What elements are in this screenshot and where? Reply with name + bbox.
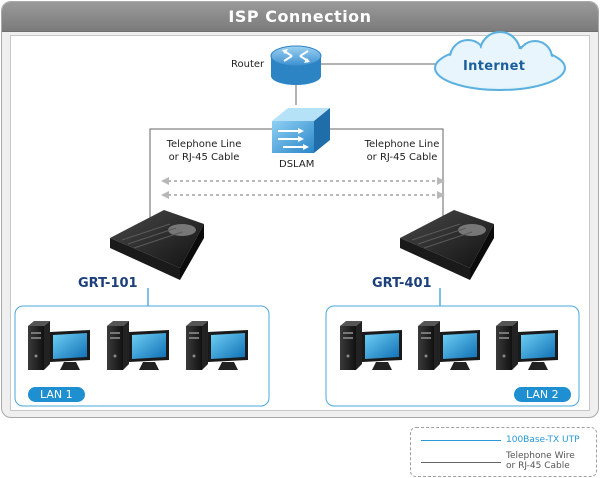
utp-links <box>147 288 441 306</box>
legend-phone-swatch <box>421 462 501 463</box>
dslam-icon <box>272 108 330 153</box>
cloud-icon <box>434 31 566 91</box>
connection-arrows <box>168 180 438 196</box>
lan2-tag: LAN 2 <box>514 387 571 402</box>
dslam-label: DSLAM <box>279 159 315 170</box>
legend-utp-swatch <box>421 440 501 441</box>
telephone-links <box>149 63 444 226</box>
legend: 100Base-TX UTP Telephone Wire or RJ-45 C… <box>410 427 597 477</box>
router-label: Router <box>231 59 265 70</box>
left-link-label: Telephone Line or RJ-45 Cable <box>166 139 242 163</box>
diagram-title: ISP Connection <box>228 7 372 26</box>
dslam-grt101-link <box>149 128 272 226</box>
modem-icon <box>400 210 494 280</box>
legend-utp-label: 100Base-TX UTP <box>506 435 580 445</box>
right-link-label: Telephone Line or RJ-45 Cable <box>364 139 440 163</box>
grt401-label: GRT-401 <box>372 276 432 291</box>
title-bar: ISP Connection <box>2 2 598 32</box>
dslam-grt401-link <box>330 128 444 225</box>
router-icon <box>270 45 322 85</box>
grt101-label: GRT-101 <box>78 276 138 291</box>
modem-icon <box>110 210 204 280</box>
legend-phone-label: Telephone Wire or RJ-45 Cable <box>506 451 575 471</box>
lan1-tag: LAN 1 <box>28 387 85 402</box>
arrowheads <box>161 177 445 199</box>
internet-label: Internet <box>463 59 526 74</box>
